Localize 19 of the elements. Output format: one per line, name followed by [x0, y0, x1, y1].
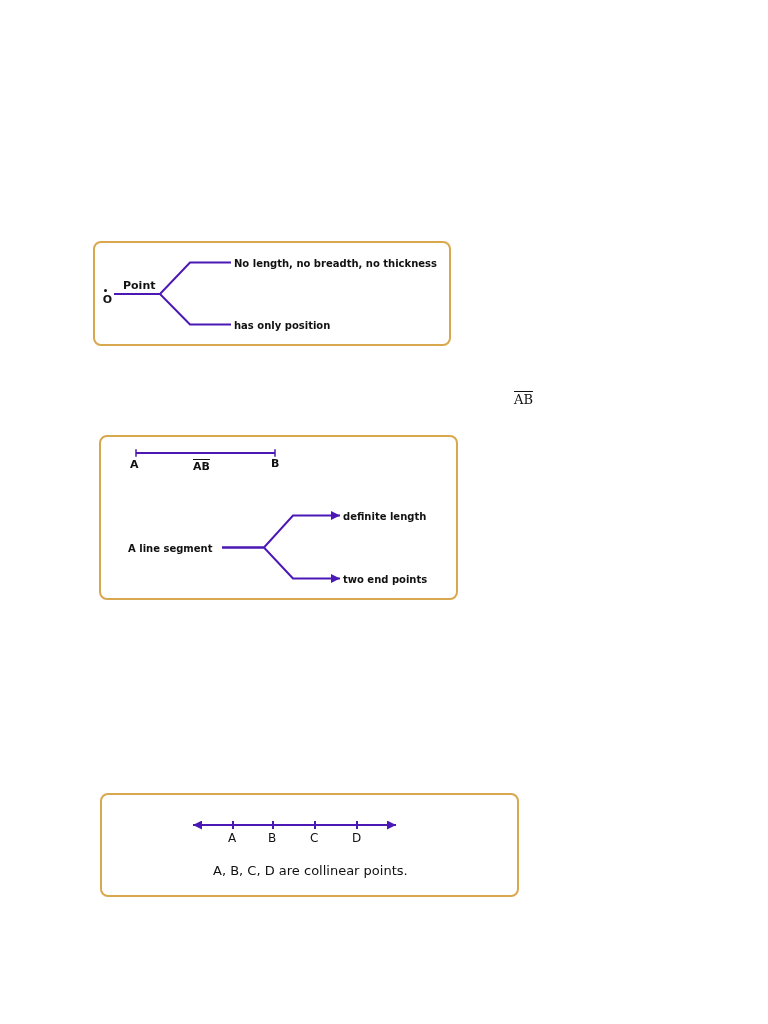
segment-name: AB — [514, 393, 533, 407]
panel-box — [99, 435, 458, 600]
branch-arrow — [221, 546, 341, 583]
point-letter: A — [228, 831, 237, 845]
point-letter: C — [310, 831, 319, 845]
panel-box — [93, 241, 451, 346]
branch-text: No length, no breadth, no thickness — [234, 257, 446, 272]
branch-text: two end points — [343, 573, 433, 588]
point-label: O — [101, 287, 114, 305]
point-letter: D — [352, 831, 362, 845]
point-letter: B — [268, 831, 277, 845]
branch-text: definite length — [343, 510, 433, 525]
caption-text: A, B, C, D are collinear points. — [213, 864, 408, 878]
segment-name: AB — [193, 460, 210, 474]
branch-text: A line segment — [128, 542, 222, 557]
panel-box — [100, 793, 519, 897]
branch-text: has only position — [234, 319, 344, 334]
point-letter: B — [271, 457, 280, 471]
point-letter: A — [130, 458, 139, 472]
